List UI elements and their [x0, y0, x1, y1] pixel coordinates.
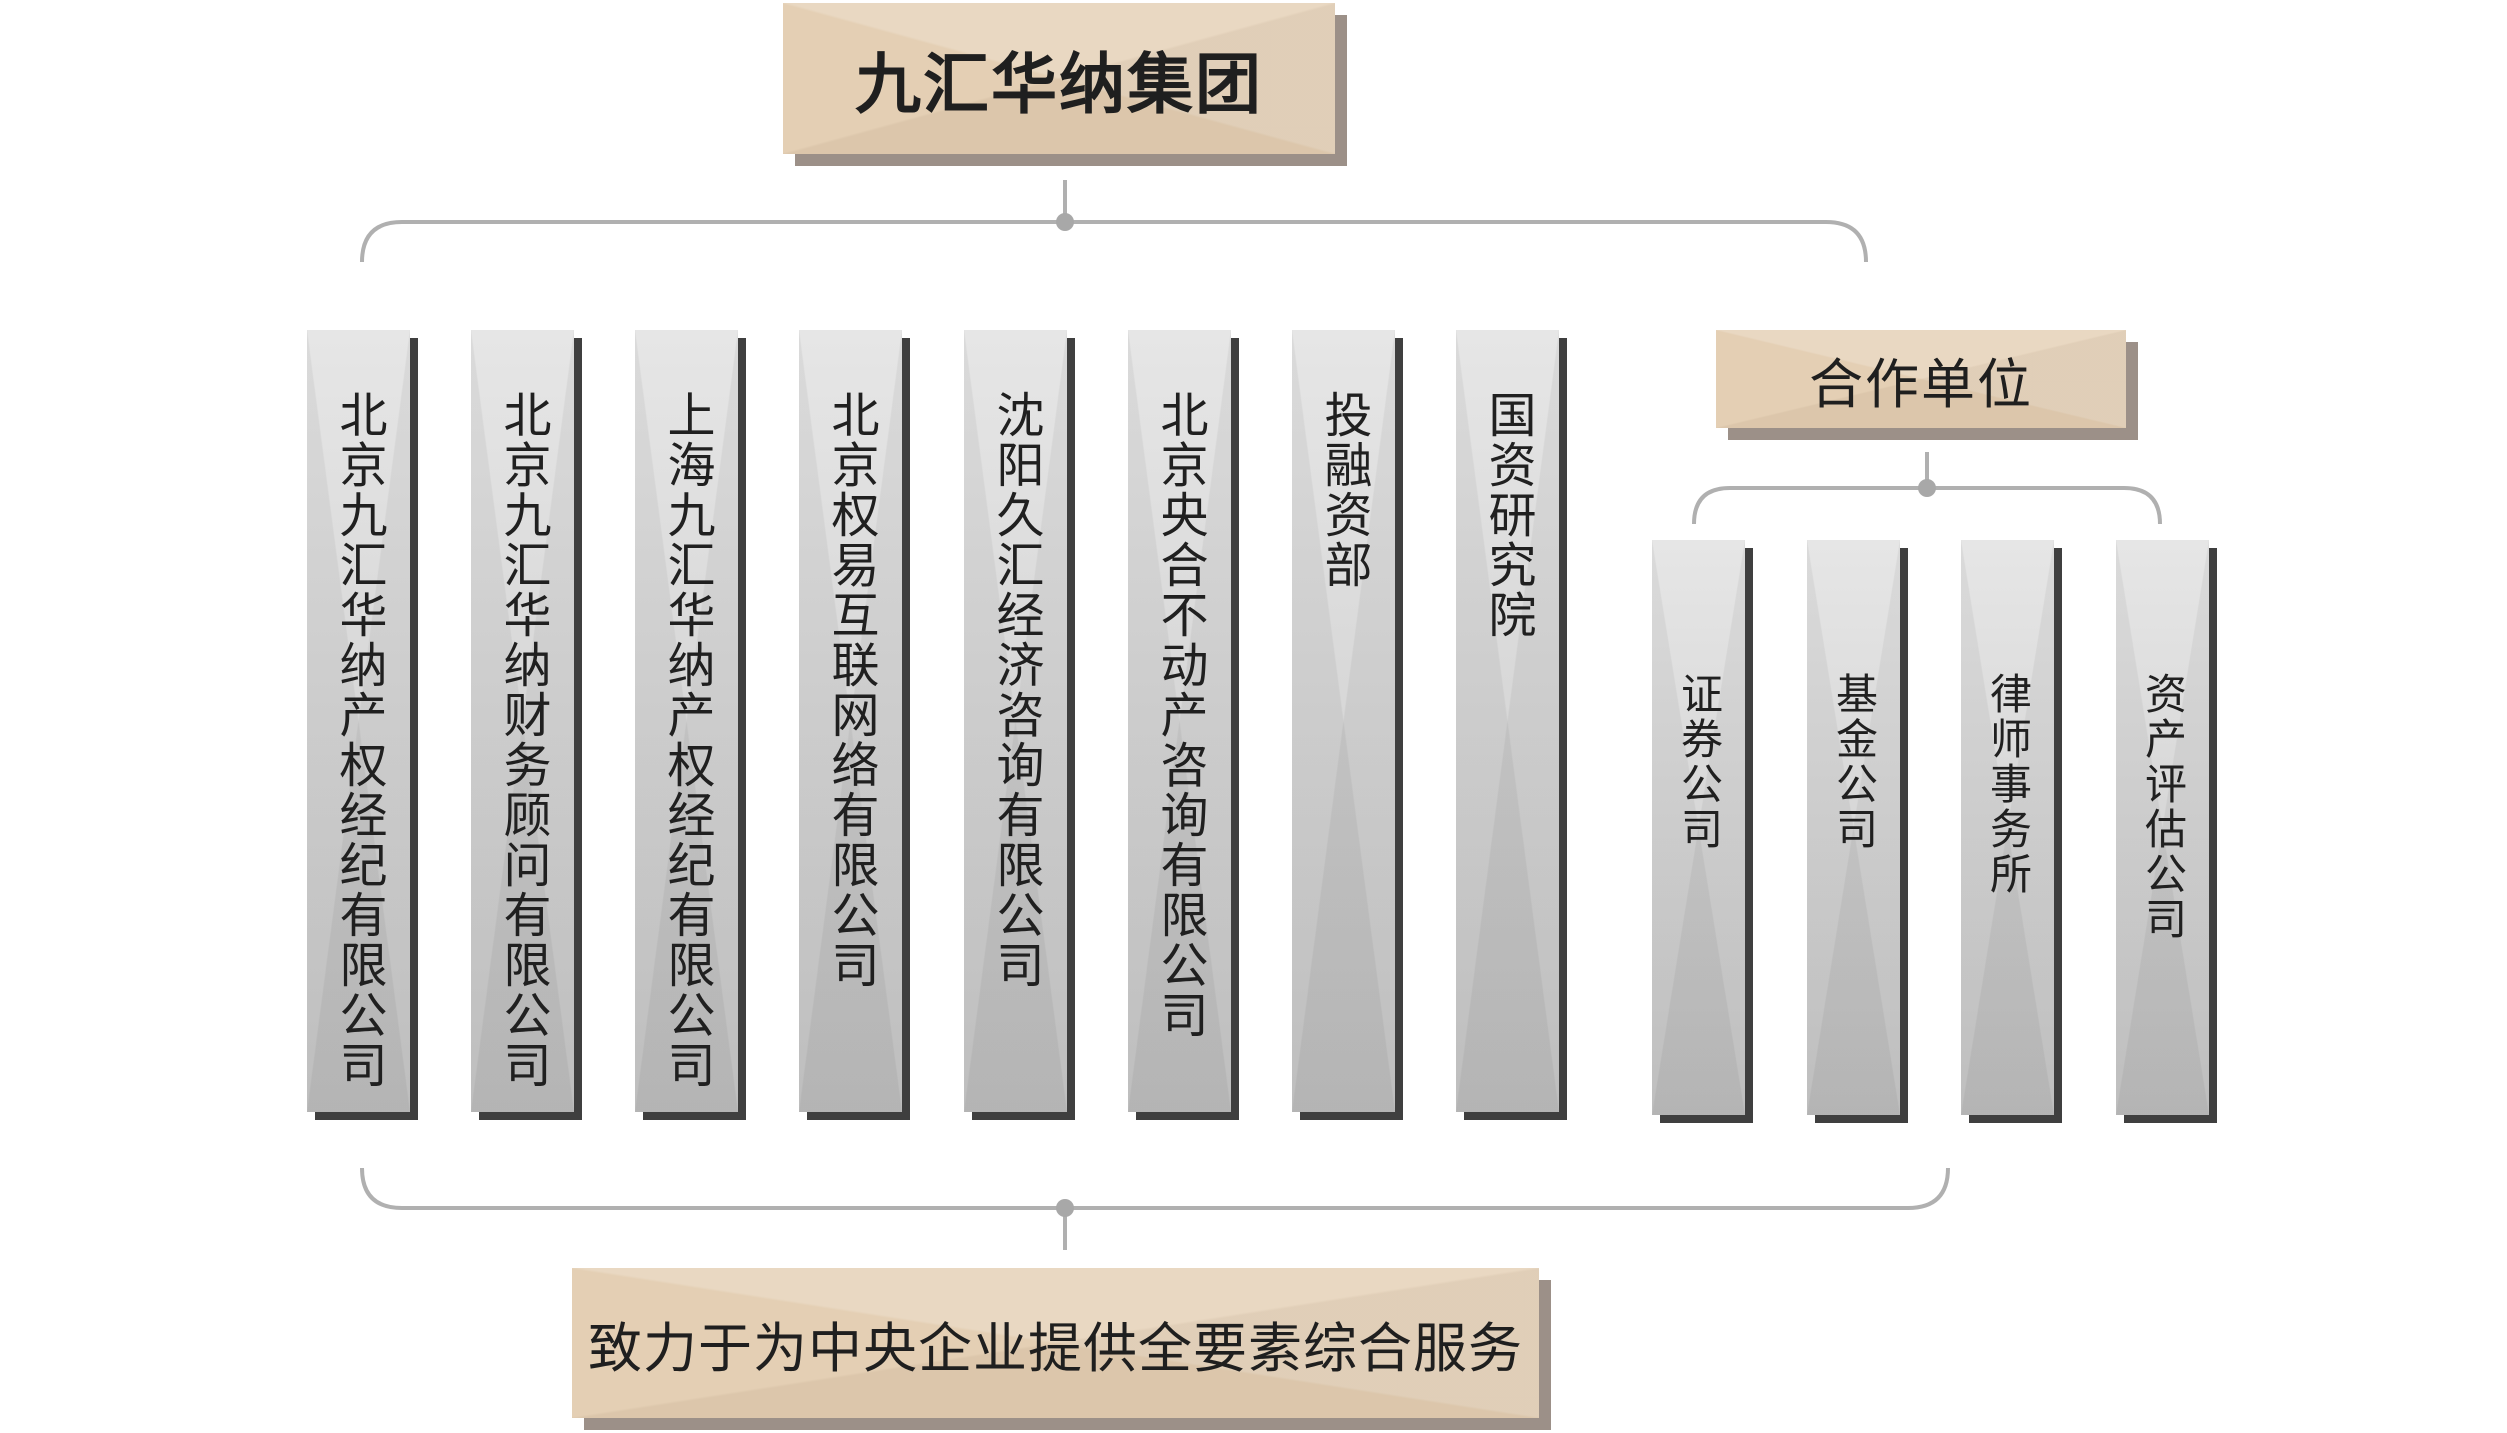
partner-column: 基金公司 [1807, 540, 1900, 1115]
top-bracket [360, 220, 1868, 263]
member-name: 北京央合不动产咨询有限公司 [1151, 390, 1208, 1040]
group-title: 九汇华纳集团 [855, 45, 1263, 123]
partner-column: 证券公司 [1652, 540, 1745, 1115]
partner-junction-dot [1918, 479, 1936, 497]
partners-header-box: 合作单位 [1716, 330, 2126, 428]
bottom-bracket [360, 1167, 1950, 1210]
member-column: 投融资部 [1292, 330, 1395, 1112]
member-name: 北京九汇华纳财务顾问有限公司 [494, 390, 551, 1090]
member-column: 上海九汇华纳产权经纪有限公司 [635, 330, 738, 1112]
partner-column: 资产评估公司 [2116, 540, 2209, 1115]
bottom-junction-dot [1056, 1199, 1074, 1217]
mission-box: 致力于为中央企业提供全要素综合服务 [572, 1268, 1539, 1418]
member-name: 国资研究院 [1479, 390, 1536, 640]
member-name: 北京权易互联网络有限公司 [822, 390, 879, 990]
partner-name: 资产评估公司 [2138, 672, 2188, 942]
partners-header: 合作单位 [1809, 352, 2033, 416]
member-column: 北京央合不动产咨询有限公司 [1128, 330, 1231, 1112]
group-title-box: 九汇华纳集团 [783, 3, 1335, 154]
member-name: 沈阳久汇经济咨询有限公司 [987, 390, 1044, 990]
member-name: 投融资部 [1315, 390, 1372, 590]
member-column: 北京权易互联网络有限公司 [799, 330, 902, 1112]
member-column: 沈阳久汇经济咨询有限公司 [964, 330, 1067, 1112]
member-name: 上海九汇华纳产权经纪有限公司 [658, 390, 715, 1090]
partner-column: 律师事务所 [1961, 540, 2054, 1115]
member-column: 国资研究院 [1456, 330, 1559, 1112]
member-name: 北京九汇华纳产权经纪有限公司 [330, 390, 387, 1090]
top-junction-dot [1056, 213, 1074, 231]
mission-statement: 致力于为中央企业提供全要素综合服务 [588, 1316, 1523, 1380]
partner-name: 律师事务所 [1983, 672, 2033, 897]
partner-name: 证券公司 [1674, 672, 1724, 852]
member-column: 北京九汇华纳财务顾问有限公司 [471, 330, 574, 1112]
partner-name: 基金公司 [1829, 672, 1879, 852]
member-column: 北京九汇华纳产权经纪有限公司 [307, 330, 410, 1112]
